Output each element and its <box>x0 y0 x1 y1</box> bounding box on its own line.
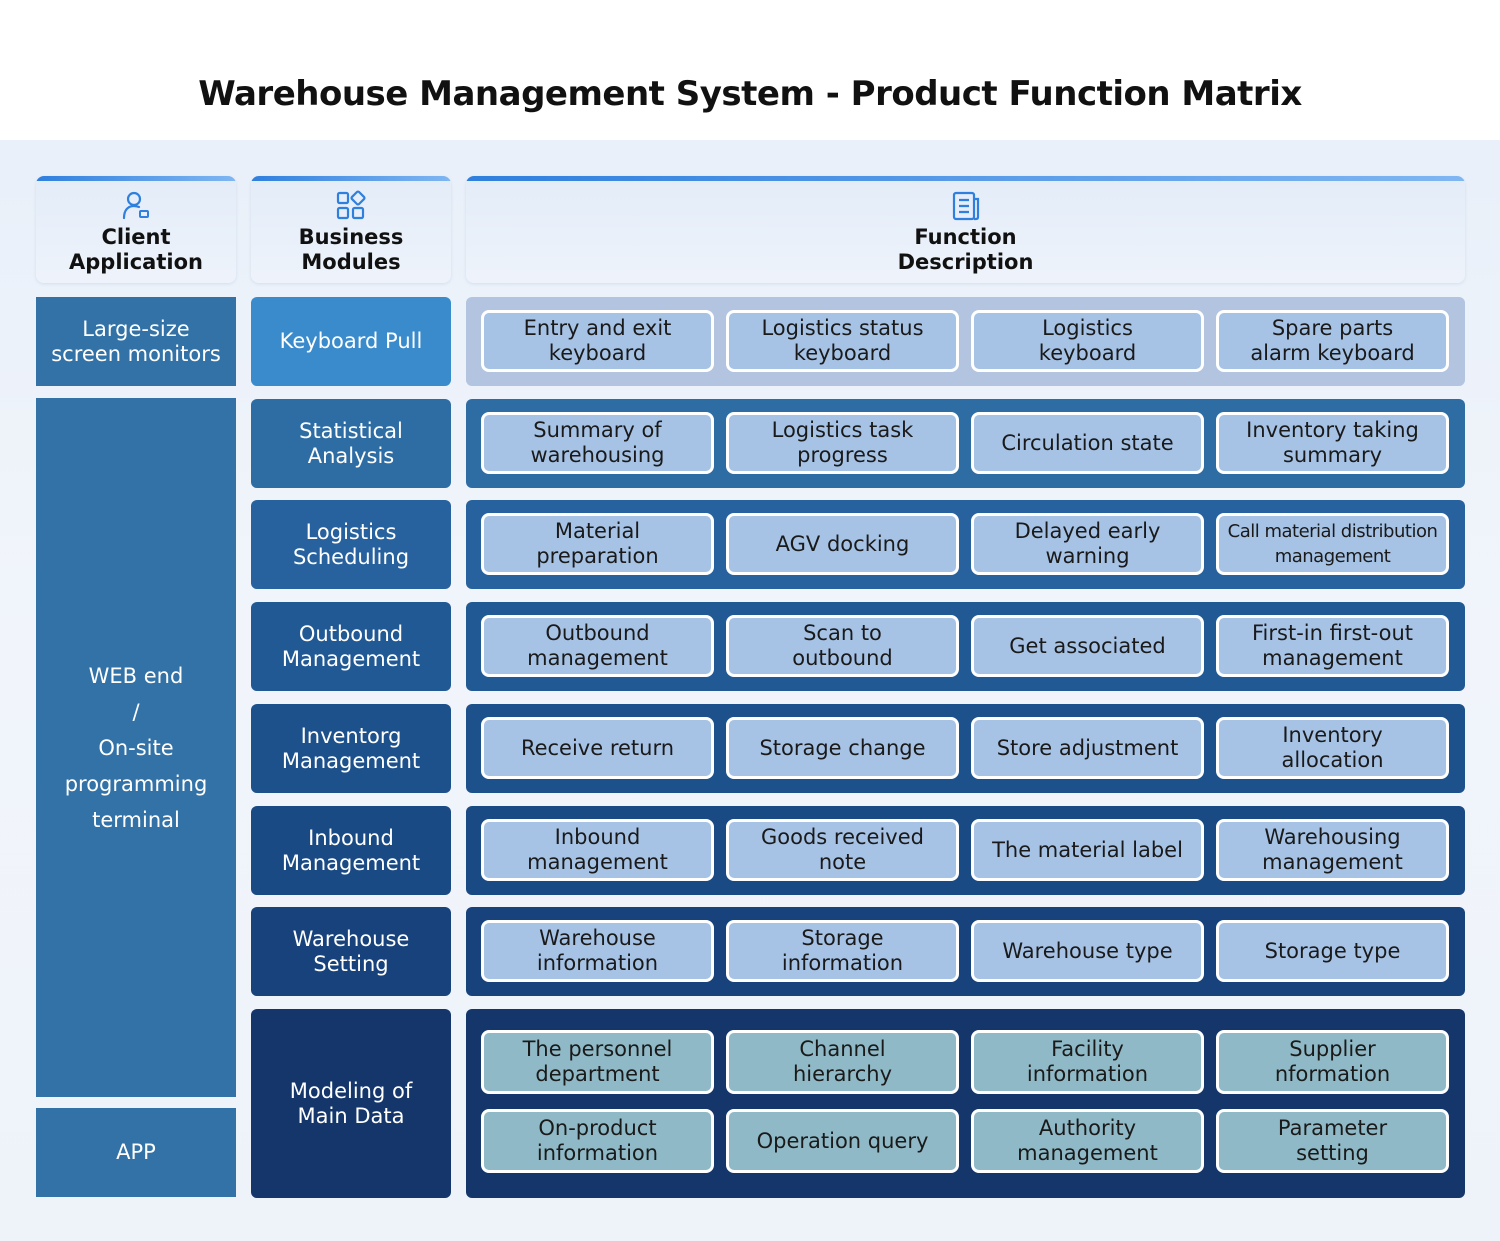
module-statistical-analysis: Statistical Analysis <box>251 399 451 488</box>
function-inventory-taking-summary: Inventory taking summary <box>1216 412 1449 474</box>
module-inventory-management: Inventorg Management <box>251 704 451 793</box>
header-function-description: Function Description <box>466 176 1465 283</box>
function-first-in-first-out: First-in first-out management <box>1216 615 1449 677</box>
module-keyboard-pull: Keyboard Pull <box>251 297 451 386</box>
function-channel-hierarchy: Channel hierarchy <box>726 1030 959 1094</box>
function-storage-information: Storage information <box>726 920 959 982</box>
module-warehouse-setting: Warehouse Setting <box>251 907 451 996</box>
function-supplier-information: Supplier nformation <box>1216 1030 1449 1094</box>
header-business-modules: Business Modules <box>251 176 451 283</box>
function-warehouse-information: Warehouse information <box>481 920 714 982</box>
header-modules-label: Business Modules <box>298 225 404 274</box>
function-material-label: The material label <box>971 819 1204 881</box>
function-circulation-state: Circulation state <box>971 412 1204 474</box>
function-receive-return: Receive return <box>481 717 714 779</box>
document-icon <box>952 191 979 221</box>
function-store-adjustment: Store adjustment <box>971 717 1204 779</box>
function-scan-to-outbound: Scan to outbound <box>726 615 959 677</box>
client-app: APP <box>36 1108 236 1197</box>
client-large-screen: Large-size screen monitors <box>36 297 236 386</box>
function-parameter-setting: Parameter setting <box>1216 1109 1449 1173</box>
function-delayed-early-warning: Delayed early warning <box>971 513 1204 575</box>
function-inbound-management: Inbound management <box>481 819 714 881</box>
module-main-data-modeling: Modeling of Main Data <box>251 1009 451 1198</box>
function-warehouse-type: Warehouse type <box>971 920 1204 982</box>
function-logistics-task-progress: Logistics task progress <box>726 412 959 474</box>
page-title: Warehouse Management System - Product Fu… <box>198 74 1302 114</box>
function-entry-exit-keyboard: Entry and exit keyboard <box>481 310 714 372</box>
function-summary-of-warehousing: Summary of warehousing <box>481 412 714 474</box>
function-call-material-distribution: Call material distribution management <box>1216 513 1449 575</box>
function-agv-docking: AGV docking <box>726 513 959 575</box>
function-storage-type: Storage type <box>1216 920 1449 982</box>
function-inventory-allocation: Inventory allocation <box>1216 717 1449 779</box>
header-client-label: Client Application <box>69 225 203 274</box>
function-warehousing-management: Warehousing management <box>1216 819 1449 881</box>
function-facility-information: Facility information <box>971 1030 1204 1094</box>
modules-grid-icon <box>336 190 366 220</box>
function-storage-change: Storage change <box>726 717 959 779</box>
module-outbound-management: Outbound Management <box>251 602 451 691</box>
function-material-preparation: Material preparation <box>481 513 714 575</box>
header-function-label: Function Description <box>897 225 1034 274</box>
function-goods-received-note: Goods received note <box>726 819 959 881</box>
function-on-product-information: On-product information <box>481 1109 714 1173</box>
function-personnel-department: The personnel department <box>481 1030 714 1094</box>
client-web-end: WEB end / On-site programming terminal <box>36 398 236 1097</box>
header-client-application: Client Application <box>36 176 236 283</box>
user-device-icon <box>122 191 149 220</box>
function-spare-parts-alarm-keyboard: Spare parts alarm keyboard <box>1216 310 1449 372</box>
function-logistics-keyboard: Logistics keyboard <box>971 310 1204 372</box>
module-inbound-management: Inbound Management <box>251 806 451 895</box>
function-get-associated: Get associated <box>971 615 1204 677</box>
function-operation-query: Operation query <box>726 1109 959 1173</box>
function-authority-management: Authority management <box>971 1109 1204 1173</box>
module-logistics-scheduling: Logistics Scheduling <box>251 500 451 589</box>
function-logistics-status-keyboard: Logistics status keyboard <box>726 310 959 372</box>
function-outbound-management: Outbound management <box>481 615 714 677</box>
